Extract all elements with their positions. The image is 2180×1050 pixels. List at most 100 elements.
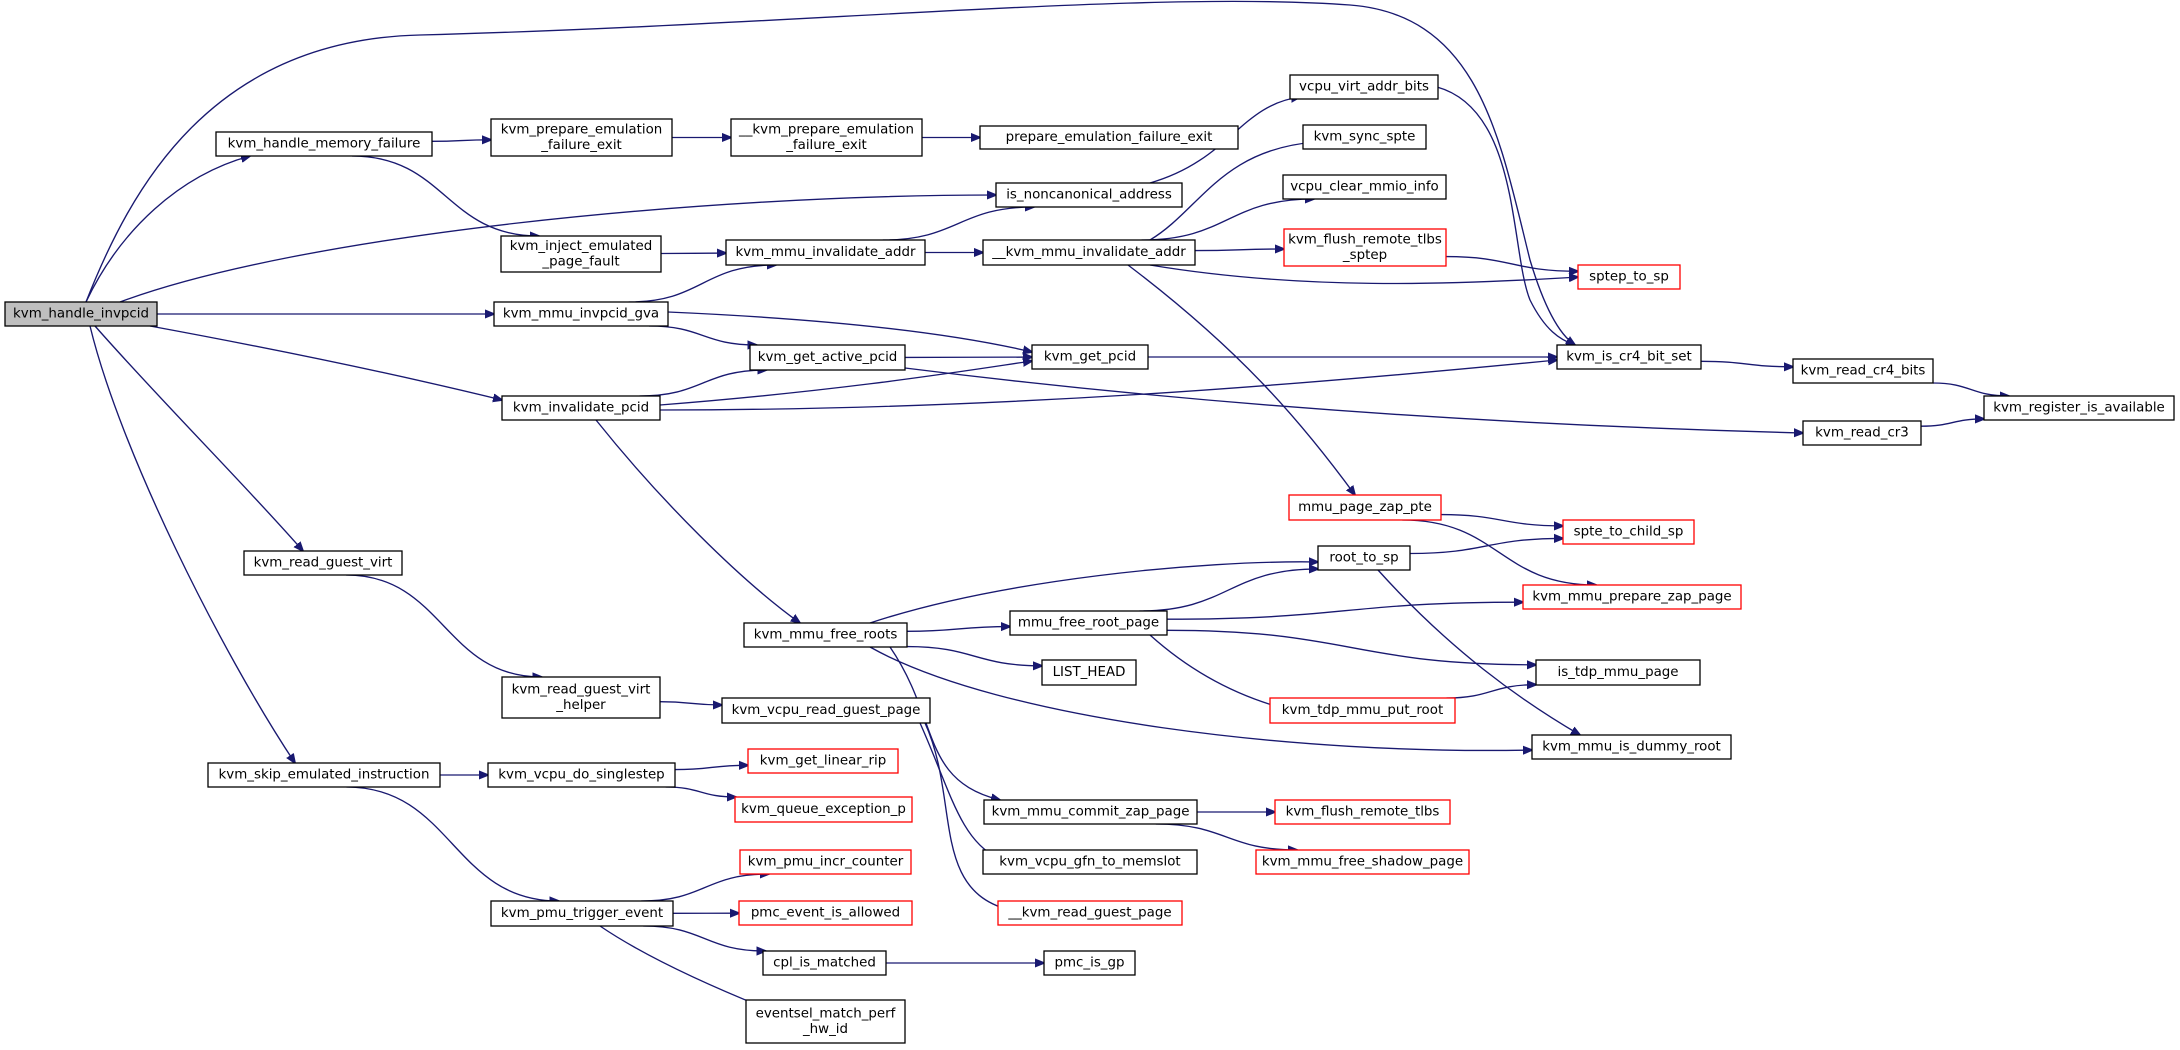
node-box xyxy=(749,344,906,371)
function-node-kvm-get-pcid[interactable]: kvm_get_pcid xyxy=(1031,344,1149,370)
function-node-is-tdp-mmu-page[interactable]: is_tdp_mmu_page xyxy=(1535,659,1701,686)
function-node-kvm-mmu-free-shadow-page[interactable]: kvm_mmu_free_shadow_page xyxy=(1255,849,1470,875)
node-box xyxy=(493,301,669,327)
node-label: kvm_queue_exception_p xyxy=(741,802,906,817)
node-label: kvm_sync_spte xyxy=(1314,130,1416,145)
function-node--kvm-read-guest-page[interactable]: __kvm_read_guest_page xyxy=(997,900,1183,926)
function-node-is-noncanonical-address[interactable]: is_noncanonical_address xyxy=(995,182,1183,208)
call-edge xyxy=(924,722,1010,910)
call-edge xyxy=(628,265,776,303)
edge-line xyxy=(906,645,1042,666)
node-label: kvm_invalidate_pcid xyxy=(513,401,649,416)
function-node-kvm-read-cr3[interactable]: kvm_read_cr3 xyxy=(1802,420,1922,446)
function-node-cpl-is-matched[interactable]: cpl_is_matched xyxy=(762,950,887,976)
call-edge xyxy=(659,702,722,705)
function-node-kvm-read-guest-virt[interactable]: kvm_read_guest_virt xyxy=(243,550,403,576)
node-box xyxy=(1283,228,1447,267)
node-box xyxy=(979,125,1239,150)
call-edge xyxy=(889,646,1000,800)
call-edge xyxy=(1440,513,1563,526)
function-node-handle-memory-failure[interactable]: kvm_handle_memory_failure xyxy=(215,131,433,157)
node-label: kvm_pmu_incr_counter xyxy=(748,855,904,870)
function-node-vcpu-virt-addr-bits[interactable]: vcpu_virt_addr_bits xyxy=(1289,74,1439,100)
function-node-flush-remote-tlbs-sptep[interactable]: kvm_flush_remote_tlbs_sptep xyxy=(1283,228,1447,267)
function-node-handle-invpcid[interactable]: kvm_handle_invpcid xyxy=(4,301,158,327)
node-box xyxy=(982,239,1196,266)
edge-line xyxy=(659,702,722,705)
function-node-sptep-to-sp[interactable]: sptep_to_sp xyxy=(1577,264,1681,290)
function-node-kvm-mmu-invalidate-addr[interactable]: kvm_mmu_invalidate_addr xyxy=(725,239,926,266)
function-node-kvm-mmu-is-dummy-root[interactable]: kvm_mmu_is_dummy_root xyxy=(1531,734,1732,760)
function-node-pmc-event-is-allowed[interactable]: pmc_event_is_allowed xyxy=(738,900,913,926)
node-box xyxy=(1577,264,1681,290)
function-node-kvm-register-is-available[interactable]: kvm_register_is_available xyxy=(1983,395,2175,421)
function-node-kvm-mmu-invpcid-gva[interactable]: kvm_mmu_invpcid_gva xyxy=(493,301,669,327)
node-box xyxy=(730,118,923,157)
function-node-kvm-mmu-commit-zap-page[interactable]: kvm_mmu_commit_zap_page xyxy=(983,799,1198,825)
node-label: root_to_sp xyxy=(1329,551,1398,566)
call-edge xyxy=(599,925,770,1010)
call-edge xyxy=(1445,255,1578,272)
function-node-kvm-read-cr4-bits[interactable]: kvm_read_cr4_bits xyxy=(1792,358,1934,384)
function-node-root-to-sp[interactable]: root_to_sp xyxy=(1317,545,1411,571)
edge-line xyxy=(924,722,1010,910)
function-node-kvm-mmu-free-roots[interactable]: kvm_mmu_free_roots xyxy=(743,622,908,648)
edge-line xyxy=(1141,199,1314,241)
function-node-kvm-mmu-prepare-zap-page[interactable]: kvm_mmu_prepare_zap_page xyxy=(1522,584,1742,610)
function-node-prepare-emulation-failure-exit[interactable]: prepare_emulation_failure_exit xyxy=(979,125,1239,150)
edge-line xyxy=(1149,142,1315,241)
call-edge xyxy=(1700,360,1793,367)
node-box xyxy=(1043,950,1136,976)
node-label: kvm_read_cr3 xyxy=(1815,426,1909,441)
edge-line xyxy=(595,419,800,623)
function-node-kvm-invalidate-pcid[interactable]: kvm_invalidate_pcid xyxy=(501,395,661,421)
function-node-kvm-skip-emulated-instruction[interactable]: kvm_skip_emulated_instruction xyxy=(207,762,441,788)
function-node-kvm-pmu-incr-counter[interactable]: kvm_pmu_incr_counter xyxy=(739,849,912,875)
function-node-prepare-emul-fail-exit[interactable]: kvm_prepare_emulation_failure_exit xyxy=(490,118,673,157)
call-edge xyxy=(1920,419,1984,427)
function-node-kvm-pmu-trigger-event[interactable]: kvm_pmu_trigger_event xyxy=(490,900,674,927)
call-edge xyxy=(1166,602,1523,620)
node-box xyxy=(743,622,908,648)
function-node-kvm-vcpu-read-guest-page[interactable]: kvm_vcpu_read_guest_page xyxy=(721,697,931,724)
node-box xyxy=(490,118,673,157)
function-node-list-head[interactable]: LIST_HEAD xyxy=(1041,659,1137,686)
function-node-inject-emulated-page-fault[interactable]: kvm_inject_emulated_page_fault xyxy=(500,235,662,273)
node-box xyxy=(738,900,913,926)
function-node-kvm-vcpu-do-singlestep[interactable]: kvm_vcpu_do_singlestep xyxy=(487,762,676,788)
edge-line xyxy=(869,646,1532,750)
function-node--kvm-mmu-invalidate-addr[interactable]: __kvm_mmu_invalidate_addr xyxy=(982,239,1196,266)
edge-line xyxy=(1446,685,1537,699)
node-box xyxy=(1531,734,1732,760)
edge-line xyxy=(1440,513,1563,526)
function-node-eventsel-match-perf-hw-id[interactable]: eventsel_match_perf_hw_id xyxy=(745,999,906,1044)
call-edge xyxy=(1149,142,1315,241)
call-edge xyxy=(674,765,748,771)
node-box xyxy=(1031,344,1149,370)
node-box xyxy=(1522,584,1742,610)
function-node-kvm-read-guest-virt-helper[interactable]: kvm_read_guest_virt_helper xyxy=(501,676,661,719)
function-node-kvm-get-linear-rip[interactable]: kvm_get_linear_rip xyxy=(747,748,899,774)
call-edge xyxy=(641,874,769,902)
node-box xyxy=(725,239,926,266)
function-node-kvm-vcpu-gfn-to-memslot[interactable]: kvm_vcpu_gfn_to_memslot xyxy=(982,849,1198,875)
node-label: kvm_skip_emulated_instruction xyxy=(219,768,430,783)
function-node-mmu-free-root-page[interactable]: mmu_free_root_page xyxy=(1009,610,1168,636)
function-node-vcpu-clear-mmio-info[interactable]: vcpu_clear_mmio_info xyxy=(1282,174,1447,200)
function-node-spte-to-child-sp[interactable]: spte_to_child_sp xyxy=(1562,519,1695,545)
function-node-kvm-queue-exception-p[interactable]: kvm_queue_exception_p xyxy=(734,796,913,823)
call-edge xyxy=(869,646,1532,750)
node-label: kvm_handle_memory_failure xyxy=(228,137,421,152)
function-node-kvm-sync-spte[interactable]: kvm_sync_spte xyxy=(1302,124,1427,150)
function-node-kvm-tdp-mmu-put-root[interactable]: kvm_tdp_mmu_put_root xyxy=(1269,697,1456,724)
function-node-mmu-page-zap-pte[interactable]: mmu_page_zap_pte xyxy=(1288,494,1442,521)
function-node-kvm-get-active-pcid[interactable]: kvm_get_active_pcid xyxy=(749,344,906,371)
call-edge xyxy=(85,0,1575,345)
call-edge xyxy=(85,156,250,303)
edge-line xyxy=(1155,823,1297,850)
function-node-pmc-is-gp[interactable]: pmc_is_gp xyxy=(1043,950,1136,976)
function-node--prepare-emul-fail-exit[interactable]: __kvm_prepare_emulation_failure_exit xyxy=(730,118,923,157)
function-node-kvm-flush-remote-tlbs[interactable]: kvm_flush_remote_tlbs xyxy=(1274,799,1451,825)
node-box xyxy=(762,950,887,976)
function-node-kvm-is-cr4-bit-set[interactable]: kvm_is_cr4_bit_set xyxy=(1556,344,1702,370)
